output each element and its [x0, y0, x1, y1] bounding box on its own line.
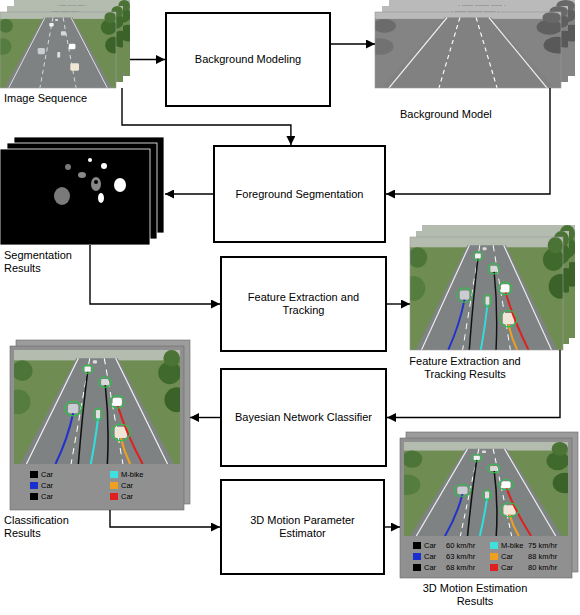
process-box: 3D Motion Parameter Estimator: [220, 479, 385, 575]
flow-arrow: [387, 303, 410, 304]
legend-entry: Car: [501, 552, 513, 561]
image-caption: Background Model: [400, 108, 520, 121]
legend-entry: Car: [501, 563, 513, 572]
legend-entry: Car: [41, 470, 53, 479]
image-result: Background Model: [375, 0, 575, 88]
tracking-results-stack: [402, 225, 580, 350]
image-caption: Image Sequence: [4, 92, 114, 105]
process-box: Background Modeling: [165, 12, 331, 107]
process-box: Foreground Segmentation: [213, 145, 386, 243]
image-caption: 3D Motion Estimation Results: [405, 582, 545, 608]
segmentation-stack: [0, 137, 164, 245]
process-box: Feature Extraction and Tracking: [220, 256, 387, 352]
legend-entry: Car: [121, 492, 133, 501]
process-label: Foreground Segmentation: [236, 188, 364, 201]
legend-entry: 88 km/hr: [528, 552, 557, 561]
flow-arrow: [331, 43, 375, 44]
image-result: Feature Extraction and Tracking Results: [410, 225, 575, 350]
legend-entry: M-bike: [501, 541, 524, 550]
image-caption: Feature Extraction and Tracking Results: [400, 355, 530, 381]
process-label: Feature Extraction and Tracking: [228, 291, 379, 317]
legend-entry: Car: [424, 552, 436, 561]
legend-entry: 80 km/hr: [528, 563, 557, 572]
legend-entry: 68 km/hr: [446, 563, 475, 572]
flow-arrow: [165, 193, 213, 194]
legend-entry: Car: [41, 481, 53, 490]
image-result: Segmentation Results: [0, 137, 165, 245]
image-caption: Segmentation Results: [4, 249, 80, 275]
process-box: Bayesian Network Classifier: [220, 368, 387, 467]
background-model-stack: [366, 0, 580, 88]
flow-arrow: [386, 88, 550, 194]
image-result: Classification Results: [10, 340, 190, 510]
flow-arrow: [387, 350, 560, 418]
legend-entry: 75 km/hr: [528, 541, 557, 550]
flow-arrow: [130, 59, 165, 60]
legend-entry: Car: [424, 563, 436, 572]
flow-arrow: [110, 510, 220, 527]
legend-entry: Car: [424, 541, 436, 550]
flow-arrow: [190, 417, 220, 418]
flow-arrow: [385, 526, 400, 527]
process-label: Background Modeling: [195, 53, 301, 66]
process-label: 3D Motion Parameter Estimator: [228, 514, 377, 540]
image-sequence-stack: [0, 0, 137, 88]
legend-entry: M-bike: [121, 470, 144, 479]
flow-arrow: [90, 245, 220, 304]
legend-entry: Car: [121, 481, 133, 490]
legend-entry: 60 km/hr: [446, 541, 475, 550]
motion-results-panel: [396, 432, 578, 578]
image-caption: Classification Results: [4, 514, 86, 540]
process-label: Bayesian Network Classifier: [235, 411, 372, 424]
image-result: Image Sequence: [0, 0, 130, 88]
legend-entry: 63 km/hr: [446, 552, 475, 561]
legend-entry: Car: [41, 492, 53, 501]
classification-panel: [6, 340, 190, 510]
